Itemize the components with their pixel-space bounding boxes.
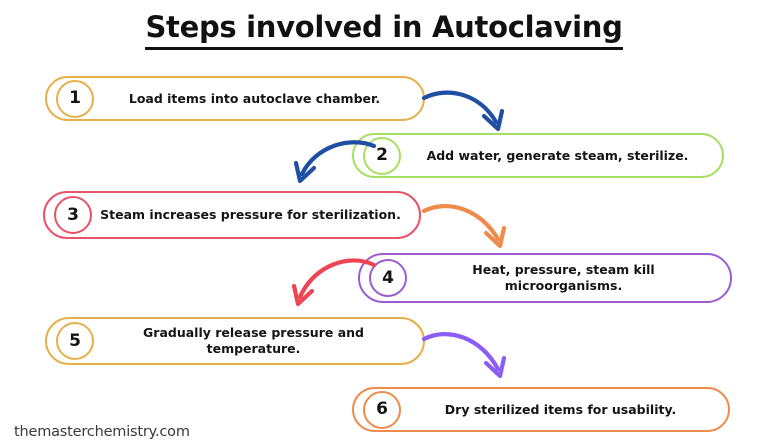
step-number-2: 2 bbox=[376, 145, 388, 165]
step-number-1: 1 bbox=[69, 88, 81, 108]
step-text-6: Dry sterilized items for usability. bbox=[444, 401, 677, 417]
step-number-badge-6: 6 bbox=[363, 390, 401, 429]
step-card-5[interactable]: 5 Gradually release pressure and tempera… bbox=[45, 317, 425, 365]
step-text-4: Heat, pressure, steam kill microorganism… bbox=[472, 262, 655, 293]
step-card-2[interactable]: 2 Add water, generate steam, sterilize. bbox=[352, 133, 724, 178]
step-card-3[interactable]: 3 Steam increases pressure for steriliza… bbox=[43, 191, 421, 239]
arrow-step3-to-step4 bbox=[421, 203, 507, 249]
page-title: Steps involved in Autoclaving bbox=[145, 10, 623, 50]
step-number-badge-4: 4 bbox=[369, 259, 407, 297]
step-text-2: Add water, generate steam, sterilize. bbox=[426, 147, 689, 163]
step-number-badge-3: 3 bbox=[54, 196, 92, 234]
step-number-6: 6 bbox=[376, 399, 388, 419]
arrow-step1-to-step2 bbox=[421, 90, 505, 132]
step-card-6[interactable]: 6 Dry sterilized items for usability. bbox=[352, 387, 730, 432]
step-number-badge-5: 5 bbox=[56, 322, 94, 360]
site-watermark: themasterchemistry.com bbox=[14, 424, 190, 440]
step-card-1[interactable]: 1 Load items into autoclave chamber. bbox=[45, 76, 425, 121]
step-number-4: 4 bbox=[382, 267, 394, 288]
step-text-5: Gradually release pressure and temperatu… bbox=[143, 325, 364, 356]
step-number-3: 3 bbox=[67, 204, 79, 225]
step-card-4[interactable]: 4 Heat, pressure, steam kill microorgani… bbox=[358, 253, 732, 303]
arrow-step5-to-step6 bbox=[421, 332, 507, 379]
page-title-container: Steps involved in Autoclaving bbox=[0, 10, 768, 50]
step-number-badge-2: 2 bbox=[363, 136, 401, 175]
step-number-badge-1: 1 bbox=[56, 79, 94, 118]
step-number-5: 5 bbox=[69, 330, 81, 351]
step-text-1: Load items into autoclave chamber. bbox=[128, 90, 381, 106]
step-text-3: Steam increases pressure for sterilizati… bbox=[100, 207, 401, 222]
